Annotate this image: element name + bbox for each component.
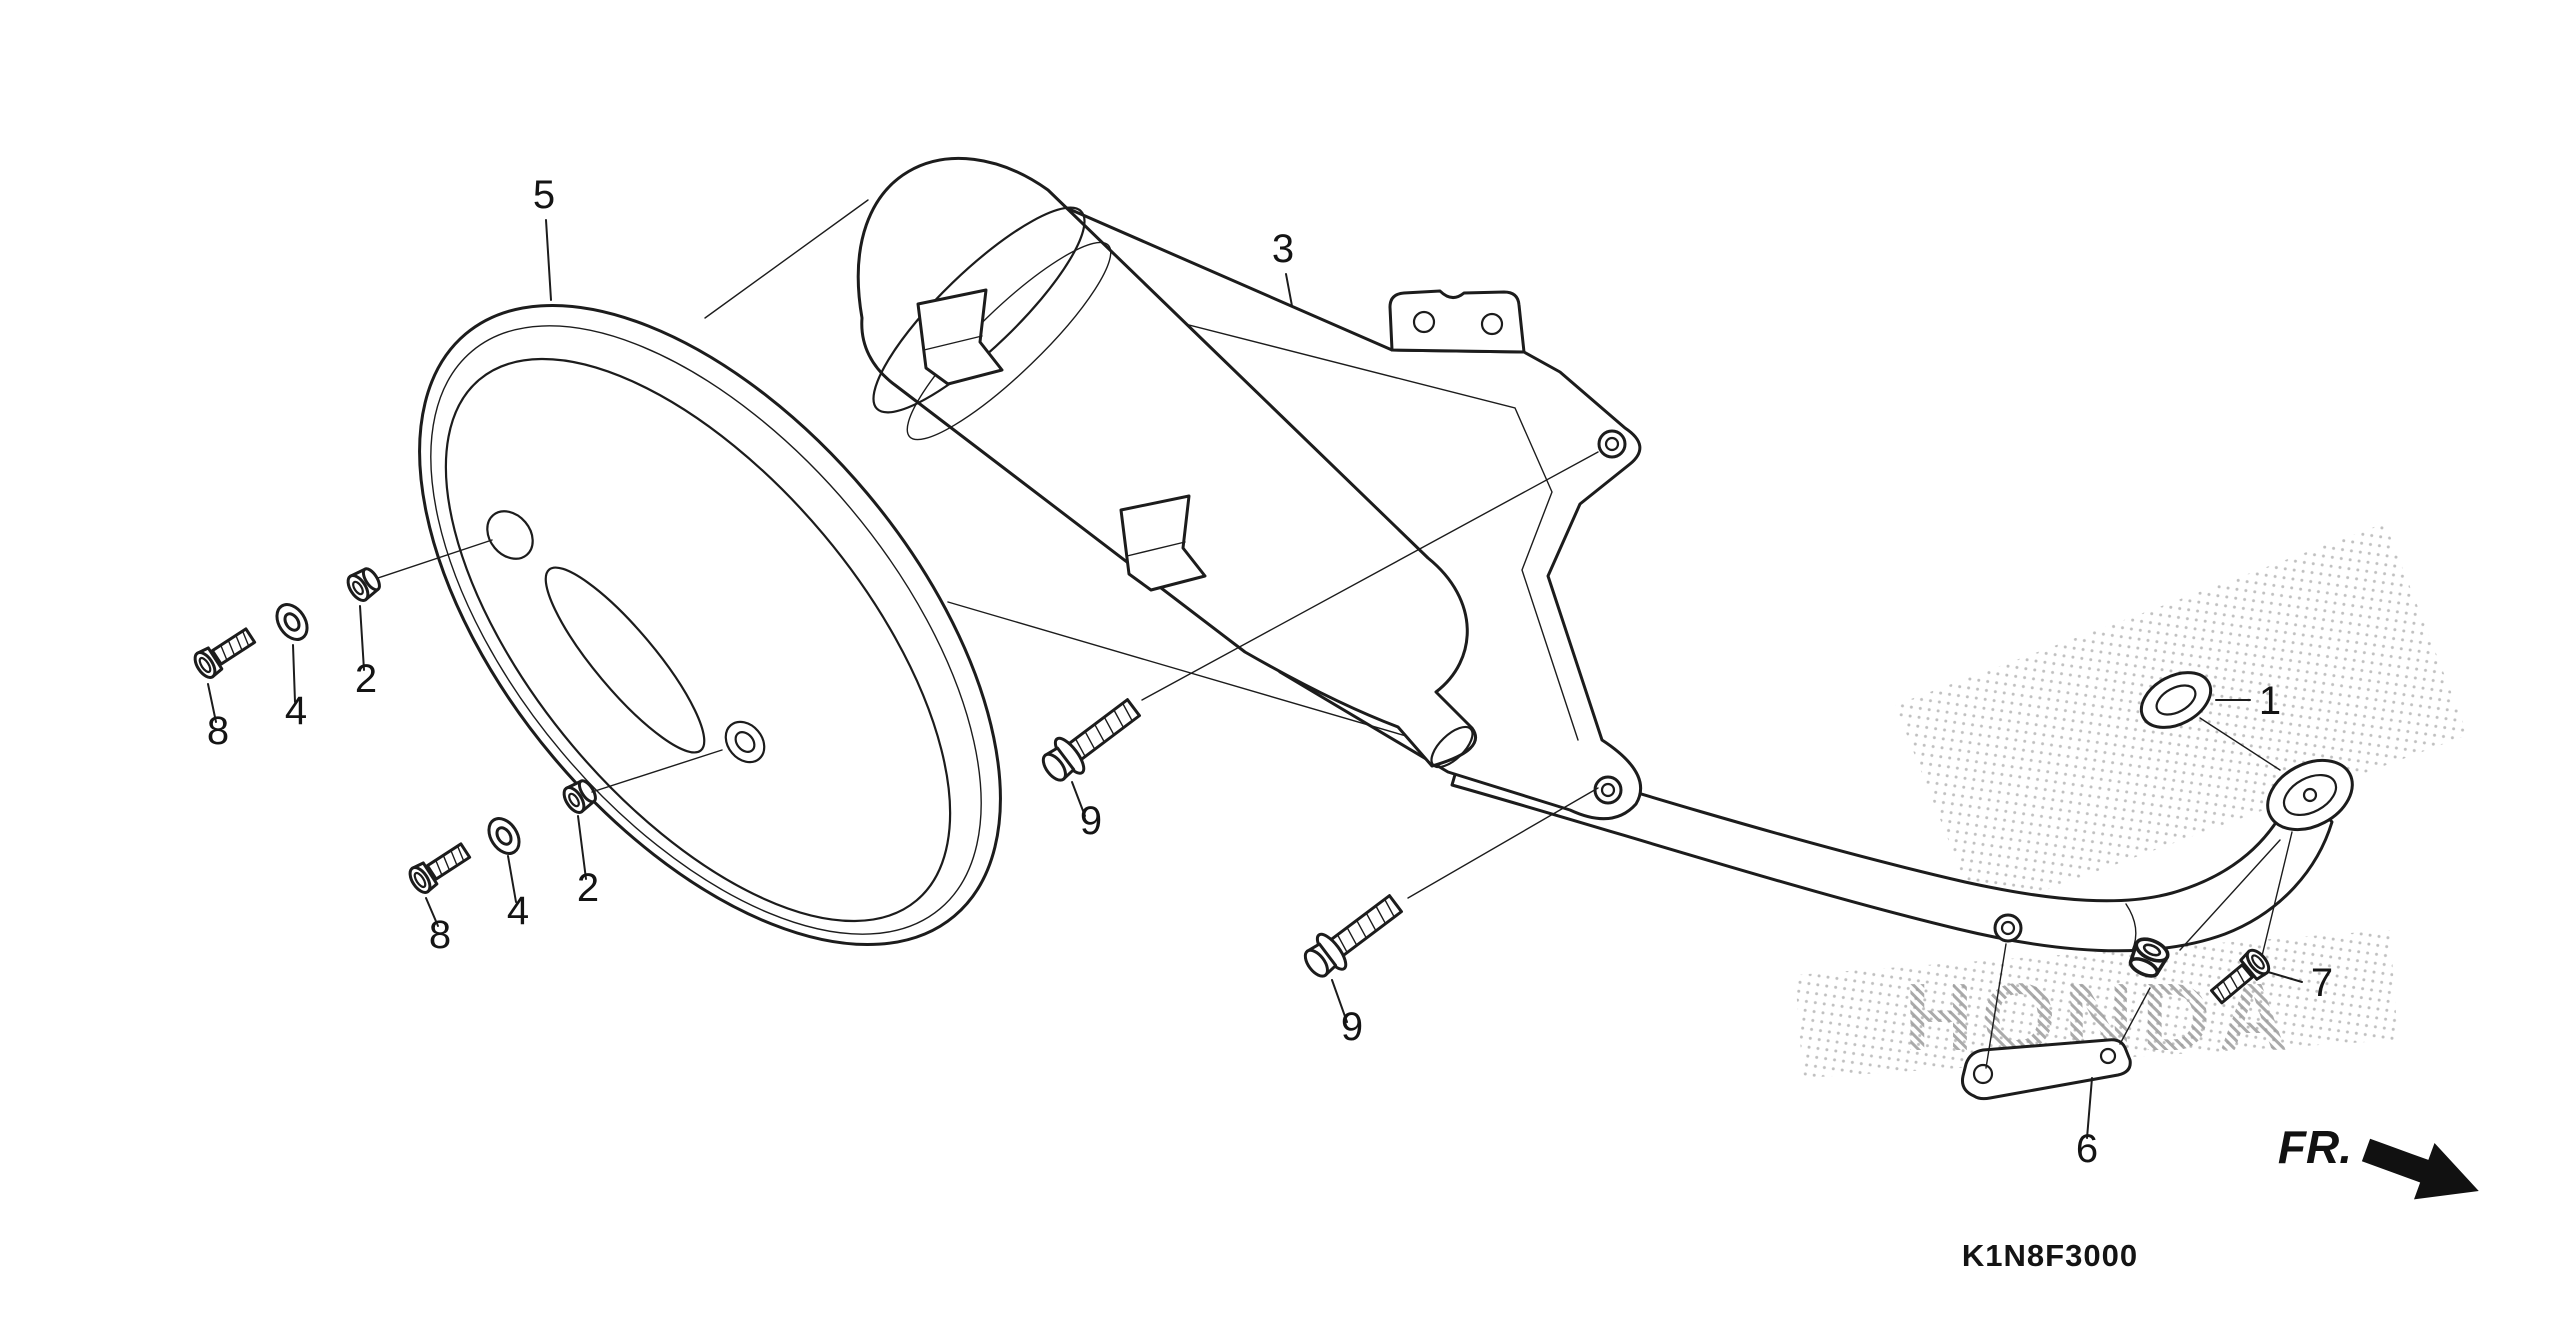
callout-part-4-lower: 4 (507, 889, 529, 933)
diagram-code: K1N8F3000 (1962, 1238, 2138, 1273)
mount-tab-hole-right (1480, 312, 1504, 336)
cover-bolt-hole-upper (486, 510, 534, 560)
construction-lines (377, 199, 2293, 1069)
muffler-cap-seam (872, 206, 1086, 414)
cover-vent-slot (544, 566, 706, 754)
exhaust-pipe-part (1450, 738, 2334, 953)
cover-bolt-hole-lower-inner (734, 731, 756, 753)
muffler-silhouette (856, 156, 1478, 768)
callout-part-9-lower: 9 (1341, 1005, 1363, 1049)
washer-part-4-lower (481, 811, 527, 861)
cover-bolt-hole-lower (724, 720, 766, 764)
pipe-weld-seam (2125, 903, 2137, 952)
cover-face (444, 357, 952, 923)
callout-part-2-lower: 2 (577, 866, 599, 910)
pipe-stay-boss-hole-inner (2000, 920, 2016, 936)
cover-outline (418, 303, 1002, 947)
callout-part-8-lower: 8 (429, 913, 451, 957)
front-direction-indicator: FR. (2278, 1121, 2479, 1200)
leader-part-9-upper (1071, 781, 1086, 817)
pipe-stay-part-6 (1961, 1038, 2132, 1101)
flange-gasket-part-1 (2139, 671, 2213, 729)
muffler-outlet-mouth (1430, 725, 1474, 769)
flange-bolt-part-9-lower (1295, 885, 1410, 987)
callout-part-6: 6 (2076, 1127, 2098, 1171)
callout-part-3: 3 (1272, 227, 1294, 271)
callout-part-9-upper: 9 (1080, 799, 1102, 843)
stay-str ip (1961, 1038, 2132, 1101)
leader-part-2-upper (359, 605, 365, 671)
leader-part-3 (1285, 273, 1293, 307)
mount-tab-hole-left (1412, 310, 1436, 334)
muffler-mount-tab (1388, 289, 1526, 354)
muffler-cap-seam-2 (906, 241, 1112, 441)
leader-part-8-lower (425, 897, 439, 927)
callout-part-8-upper: 8 (207, 709, 229, 753)
leader-part-7 (2267, 971, 2303, 983)
leader-part-8-upper (207, 683, 217, 723)
bracket-lower-ear-hole-inner (1600, 782, 1616, 798)
callout-part-7: 7 (2311, 961, 2333, 1005)
callout-part-5: 5 (533, 173, 555, 217)
pipe-flange (2266, 758, 2354, 832)
leader-part-9-lower (1331, 979, 1348, 1023)
bracket-fold-line (1129, 309, 1579, 741)
stay-hole-left (1972, 1063, 1994, 1085)
pipe-stay-boss-hole (1993, 913, 2023, 943)
protector-cover-part-5 (418, 303, 1002, 947)
leader-part-2-lower (577, 815, 587, 880)
washer-part-4-upper (269, 597, 315, 647)
callout-part-1: 1 (2259, 679, 2281, 723)
leader-part-6 (2086, 1077, 2093, 1139)
bracket-lower-ear-hole (1593, 775, 1623, 805)
flange-bolt-part-9-upper (1033, 689, 1148, 791)
leader-part-4-lower (507, 855, 517, 903)
muffler-body-part-3 (856, 156, 1478, 769)
callout-part-2-upper: 2 (355, 657, 377, 701)
leader-part-5 (545, 219, 552, 301)
nut-part-2-upper (342, 563, 386, 606)
cover-rim-line (430, 325, 982, 935)
bolt-part-8-upper (189, 622, 260, 683)
gasket-inner (2155, 684, 2197, 716)
leader-part-4-upper (292, 644, 296, 703)
gasket-outer (2139, 671, 2213, 729)
stipple-background: HONDA (1795, 523, 2468, 1078)
bolt-part-8-lower (404, 837, 475, 898)
fr-direction-label: FR. (2278, 1121, 2352, 1173)
callout-part-4-upper: 4 (285, 689, 307, 733)
callouts: 5 3 1 2 4 8 2 4 8 9 9 7 6 (207, 173, 2333, 1171)
exhaust-pipe-body (1450, 738, 2334, 953)
flange-port (2282, 773, 2338, 817)
fr-arrow-icon (2361, 1138, 2479, 1200)
stay-hole-right (2099, 1047, 2117, 1065)
leader-lines (207, 219, 2303, 1139)
bracket-upper-ear-hole (1597, 429, 1627, 459)
flange-stud-hole (2302, 787, 2318, 803)
bracket-upper-ear-hole-inner (1604, 436, 1620, 452)
